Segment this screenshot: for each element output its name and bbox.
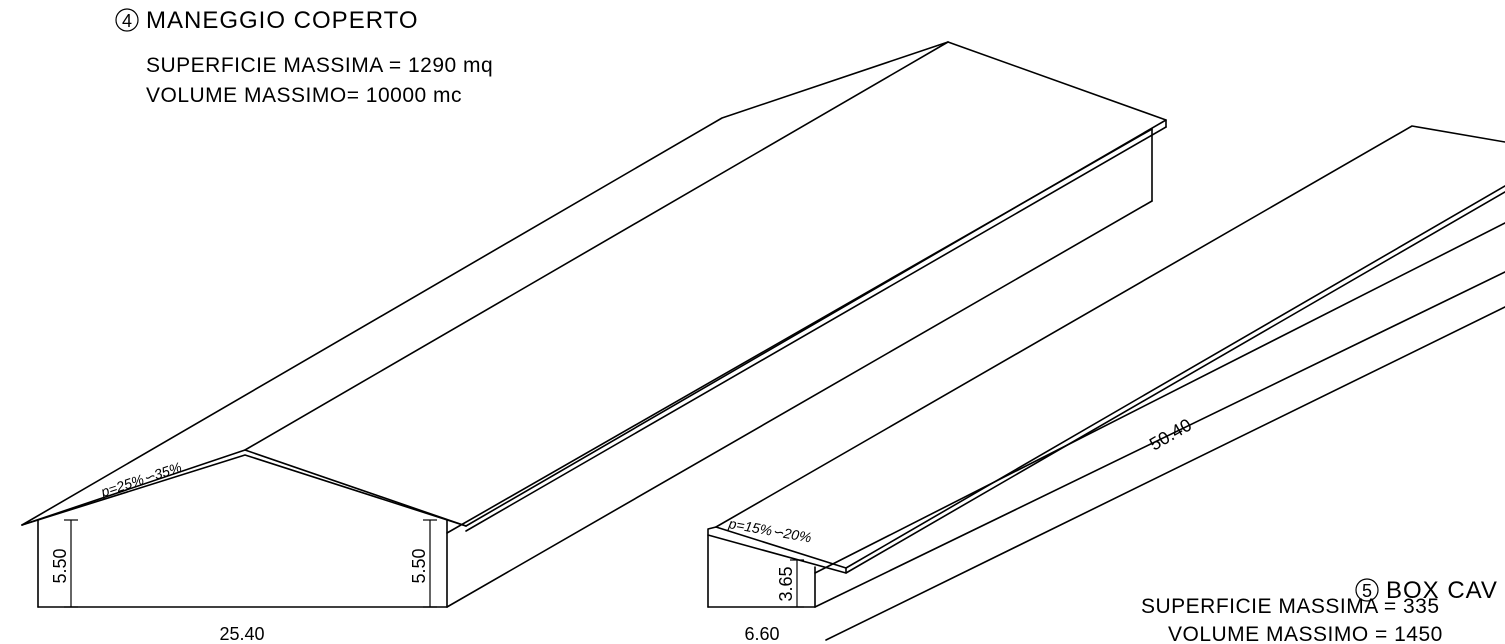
building-5-width: 6.60 xyxy=(744,624,779,644)
building-5-title: BOX CAV xyxy=(1386,577,1498,604)
building-5-front-roof xyxy=(707,526,847,574)
building-4-side-wall-base xyxy=(446,200,1153,608)
building-4-front-roof-inner xyxy=(21,454,467,527)
building-4-right-eave-lower xyxy=(465,126,1167,532)
building-5-drawing: 3.65 6.60 50.40 p=15%∽20% 5 BOX CAV SUPE… xyxy=(707,125,1505,644)
building-4-title: MANEGGIO COPERTO xyxy=(146,7,419,34)
building-5-volume: VOLUME MASSIMO = 1450 xyxy=(1168,623,1443,644)
building-4-marker: 4 xyxy=(122,11,132,31)
building-5-length-dim-line xyxy=(825,306,1505,641)
building-5-surface: SUPERFICIE MASSIMA = 335 xyxy=(1141,595,1440,618)
building-5-marker: 5 xyxy=(1362,581,1372,601)
building-5-wall-base xyxy=(814,271,1505,608)
building-4-height-right: 5.50 xyxy=(409,548,429,583)
building-5-ridge xyxy=(845,185,1505,569)
building-4-volume: VOLUME MASSIMO= 10000 mc xyxy=(146,84,462,107)
building-4-width: 25.40 xyxy=(219,624,264,644)
building-4-drawing: 4 MANEGGIO COPERTO SUPERFICIE MASSIMA = … xyxy=(21,7,1167,644)
building-4-ridge xyxy=(244,41,949,451)
building-5-height: 3.65 xyxy=(776,566,796,601)
building-5-wall-top xyxy=(814,222,1505,574)
building-5-ridge-lower xyxy=(845,191,1505,574)
building-4-side-wall-top xyxy=(446,128,1153,534)
building-5-length: 50.40 xyxy=(1146,415,1195,455)
building-4-front-roof xyxy=(21,449,467,527)
building-4-slope: p=25%∽35% xyxy=(98,459,184,500)
building-4-marker-circle xyxy=(115,8,139,32)
building-4-height-left: 5.50 xyxy=(50,548,70,583)
building-5-slope: p=15%∽20% xyxy=(726,515,812,545)
building-5-marker-circle xyxy=(1355,578,1379,602)
building-4-surface: SUPERFICIE MASSIMA = 1290 mq xyxy=(146,54,493,77)
building-4-rear-gable xyxy=(947,41,1167,128)
building-4-left-eave xyxy=(21,41,949,526)
building-5-top-eave xyxy=(715,125,1505,528)
